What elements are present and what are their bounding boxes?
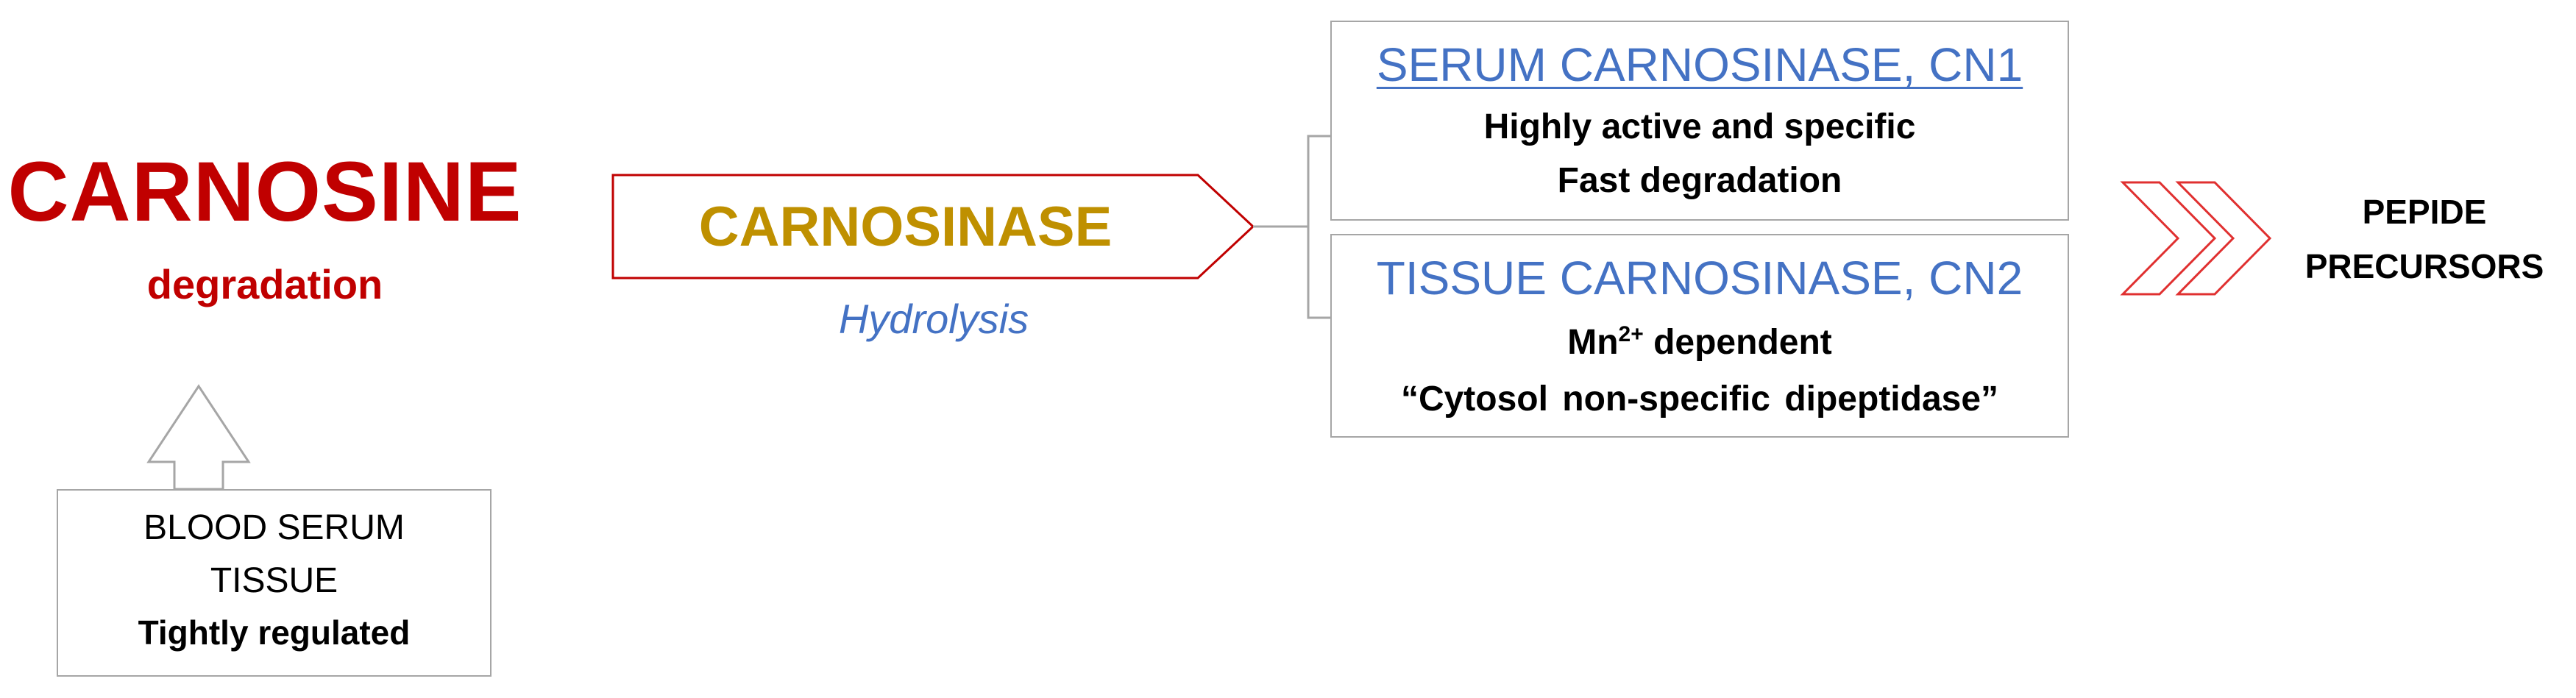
- chevron-arrow-2: [2175, 181, 2272, 296]
- mn-symbol: Mn: [1567, 323, 1619, 362]
- source-line-3: Tightly regulated: [138, 613, 411, 652]
- main-subtitle: degradation: [146, 261, 383, 307]
- source-line-2: TISSUE: [210, 561, 338, 600]
- chevron-arrow-1: [2120, 181, 2217, 296]
- cn2-title: TISSUE CARNOSINASE, CN2: [1376, 252, 2023, 305]
- cn2-line-2: “Cytosol non-specific dipeptidase”: [1400, 380, 1999, 419]
- product-line-1: PEPIDE: [2362, 193, 2487, 231]
- mn-charge: 2+: [1618, 322, 1644, 346]
- carnosinase-label: CARNOSINASE: [698, 196, 1113, 258]
- mn-dependent-text: dependent: [1643, 323, 1832, 362]
- source-line-1: BLOOD SERUM: [143, 508, 405, 547]
- cn2-box: [1330, 234, 2069, 438]
- cn1-box: [1330, 21, 2069, 221]
- source-box: [57, 489, 492, 677]
- product-line-2: PRECURSORS: [2304, 247, 2544, 285]
- bracket-connector: [1253, 135, 1330, 319]
- up-arrow: [146, 384, 251, 491]
- main-title: CARNOSINE: [7, 145, 522, 239]
- cn1-line-1: Highly active and specific: [1483, 107, 1916, 146]
- cn1-title: SERUM CARNOSINASE, CN1: [1376, 38, 2023, 91]
- carnosinase-arrow-shape: [611, 174, 1255, 279]
- cn1-line-2: Fast degradation: [1557, 161, 1842, 200]
- hydrolysis-label: Hydrolysis: [838, 296, 1029, 342]
- cn2-line-1: Mn2+ dependent: [1330, 322, 2069, 363]
